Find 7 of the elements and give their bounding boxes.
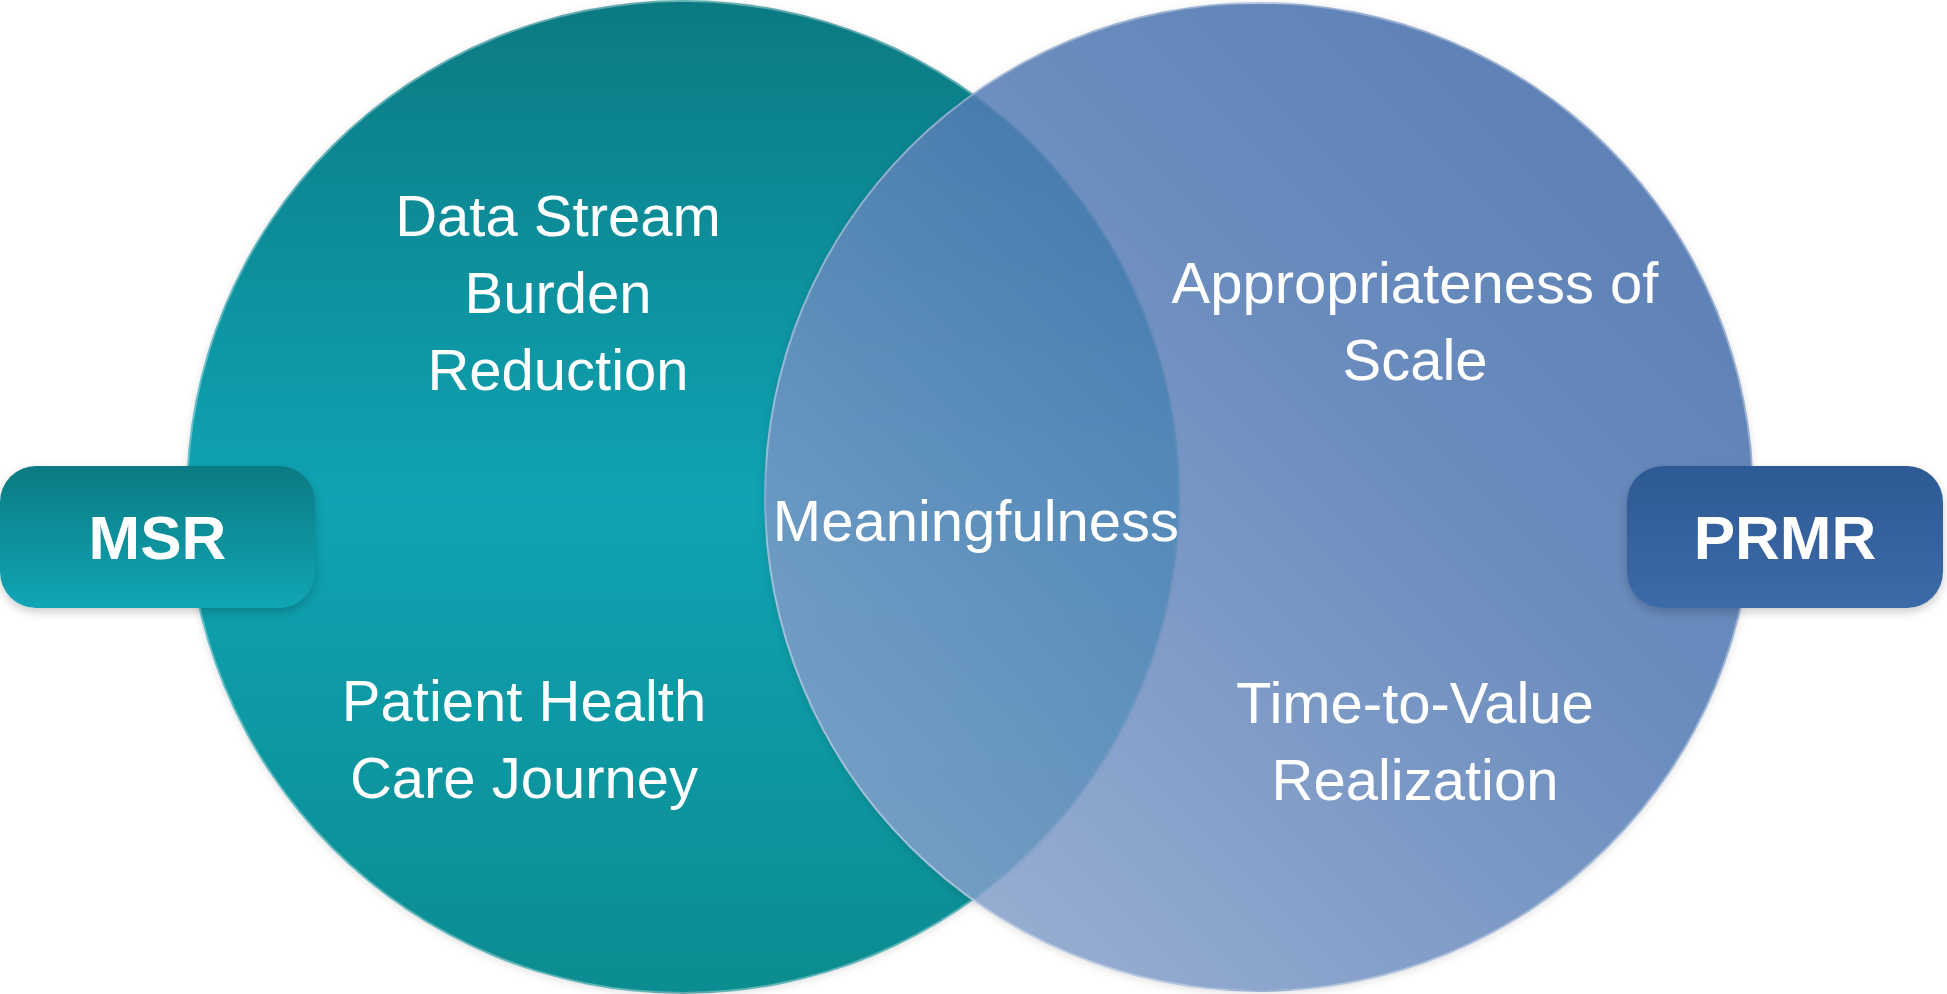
circle-label: Patient Health Care Journey [340,667,708,812]
circle-label: Time-to-Value Realization [1235,669,1595,814]
category-tab: PRMR [1627,466,1943,608]
overlap-label: Meaningfulness [772,487,1180,555]
circle-label: Data Stream Burden Reduction [394,182,722,404]
category-tab: MSR [0,466,315,608]
circle-label: Appropriateness of Scale [1170,249,1660,394]
